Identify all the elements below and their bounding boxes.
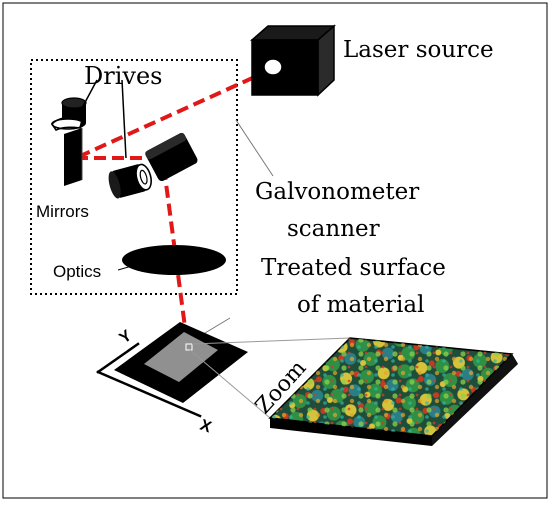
figure-border xyxy=(2,2,548,499)
laser-beam xyxy=(75,68,271,351)
zoom-region-marker xyxy=(185,343,193,351)
drives-pointer-lines xyxy=(81,79,127,159)
y-axis-line xyxy=(96,342,140,374)
drive-motor-icon-2 xyxy=(108,132,198,199)
x-axis-line xyxy=(96,370,202,418)
label-optics: Optics xyxy=(53,262,101,281)
drive-motor-icon xyxy=(50,97,87,132)
surface-topography-icon xyxy=(268,337,518,446)
label-axis-y: Y xyxy=(117,327,136,347)
label-drives: Drives xyxy=(84,62,162,90)
zoom-lines xyxy=(189,337,351,419)
workpiece-icon xyxy=(114,322,248,403)
galvo-pointer xyxy=(235,119,274,177)
label-treated-line1: Treated surface xyxy=(261,255,446,281)
axes-icon xyxy=(96,342,202,418)
label-treated-line2: of material xyxy=(297,292,424,318)
label-galvo-line2: scanner xyxy=(287,216,380,242)
label-laser-source: Laser source xyxy=(343,37,494,63)
optics-lens-icon xyxy=(122,245,226,275)
label-axis-x: X xyxy=(198,417,214,437)
label-galvo-line1: Galvonometer xyxy=(255,179,419,205)
mirror-icon xyxy=(64,128,83,186)
laser-source-icon xyxy=(250,24,336,97)
optics-pointer xyxy=(117,265,133,271)
label-mirrors: Mirrors xyxy=(36,202,89,221)
